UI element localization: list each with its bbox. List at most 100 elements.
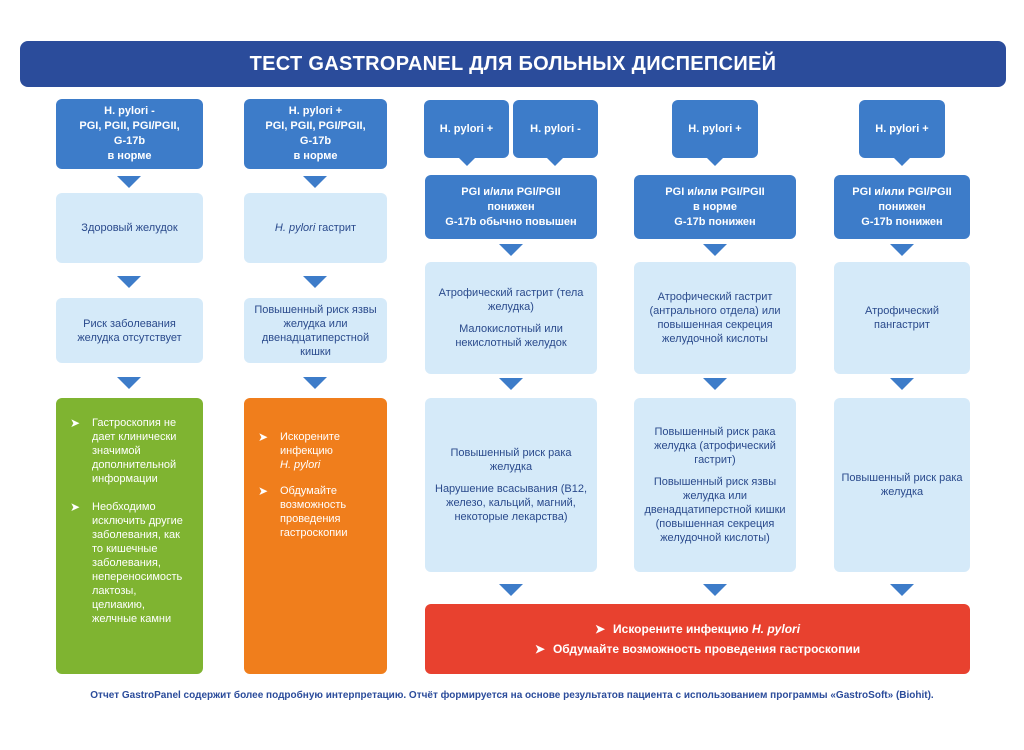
col1-box-risk: Риск заболевания желудка отсутствует [56,298,203,363]
arrow-down-icon [303,276,327,288]
arrow-down-icon [703,584,727,596]
bullet-item: ➤ Искорените инфекцию H. pylori [258,430,375,472]
arrow-down-icon [703,244,727,256]
arrow-down-icon [303,176,327,188]
col4-tab-hpylori-pos: H. pylori + [672,100,758,158]
chevron-right-icon: ➤ [258,484,269,498]
col1-recommendation-box: ➤ Гастроскопия не дает клинически значим… [56,398,203,674]
col3-tab-hpylori-pos: H. pylori + [424,100,509,158]
col1-box1-text: Здоровый желудок [81,222,178,234]
col4-header: PGI и/или PGI/PGII в норме G-17b понижен [634,175,796,239]
col4-header-line2: в норме [692,200,737,213]
col2-recommendation-box: ➤ Искорените инфекцию H. pylori ➤ Обдумай… [244,398,387,674]
bullet-text: Гастроскопия не дает клинически значимой… [92,417,177,485]
callout-tail-icon [546,157,564,166]
bullet-item: ➤ Необходимо исключить другие заболевани… [70,500,189,626]
col1-box2-text: Риск заболевания желудка отсутствует [77,317,182,344]
bullet-text: Обдумайте возможность проведения гастрос… [280,485,348,539]
col2-bullet1-italic: H. pylori [280,459,321,471]
combined-recommendation-box: ➤ Искорените инфекцию H. pylori ➤ Обдума… [425,604,970,674]
col5-box-risk: Повышенный риск рака желудка [834,398,970,572]
col5-box2-text: Повышенный риск рака желудка [841,472,963,498]
col3-header: PGI и/или PGI/PGII понижен G-17b обычно … [425,175,597,239]
col5-header-line3: G-17b понижен [861,215,943,228]
arrow-down-icon [499,584,523,596]
col3-box-risk: Повышенный риск рака желудка Нарушение в… [425,398,597,572]
col3-box2b-text: Нарушение всасывания (B12, железо, кальц… [435,483,587,523]
col3-box2a-text: Повышенный риск рака желудка [450,447,572,473]
col2-header-line3: G-17b [299,135,332,147]
red-line1-text: Искорените инфекцию [613,622,749,636]
col5-box1-text: Атрофический пангастрит [864,305,939,331]
arrow-down-icon [703,378,727,390]
col2-header-line4: в норме [293,150,338,162]
col3-tab-hpylori-neg: H. pylori - [513,100,598,158]
col4-box-atrophic: Атрофический гастрит (антрального отдела… [634,262,796,374]
col3-box1b-text: Малокислотный или некислотный желудок [455,323,567,349]
callout-tail-icon [458,157,476,166]
arrow-down-icon [117,377,141,389]
col4-box1-text: Атрофический гастрит (антрального отдела… [649,291,781,345]
col4-tab-text: H. pylori + [688,122,742,135]
col3-box1a-text: Атрофический гастрит (тела желудка) [438,287,584,313]
arrow-down-icon [499,378,523,390]
bullet-item: ➤ Гастроскопия не дает клинически значим… [70,416,189,486]
col5-header-line2: понижен [878,200,926,213]
bullet-text: Необходимо исключить другие заболевания,… [92,501,183,625]
bullet-item: ➤ Обдумайте возможность проведения гастр… [258,484,375,540]
col5-tab-hpylori-pos: H. pylori + [859,100,945,158]
callout-tail-icon [893,157,911,166]
col1-header: H. pylori - PGI, PGII, PGI/PGII, G-17b в… [56,99,203,169]
col2-box1-rest: гастрит [315,222,357,234]
col4-header-line1: PGI и/или PGI/PGII [665,185,765,198]
chevron-right-icon: ➤ [258,430,269,444]
chevron-right-icon: ➤ [534,642,545,656]
col3-header-line3: G-17b обычно повышен [445,215,577,228]
col2-header-line2: PGI, PGII, PGI/PGII, [265,120,366,132]
col1-header-line2: PGI, PGII, PGI/PGII, [79,120,180,132]
callout-tail-icon [706,157,724,166]
page-title: ТЕСТ GASTROPANEL ДЛЯ БОЛЬНЫХ ДИСПЕПСИЕЙ [20,41,1006,87]
arrow-down-icon [117,176,141,188]
col2-box1-italic: H. pylori [274,222,316,234]
col2-box-gastritis: H. pylori гастрит [244,193,387,263]
col1-header-line1: H. pylori - [104,105,155,117]
arrow-down-icon [890,584,914,596]
arrow-down-icon [303,377,327,389]
col3-header-line1: PGI и/или PGI/PGII [461,185,561,198]
col3-box-atrophic: Атрофический гастрит (тела желудка) Мало… [425,262,597,374]
col5-tab-text: H. pylori + [875,122,929,135]
footer-note: Отчет GastroPanel содержит более подробн… [90,690,934,701]
col4-box2b-text: Повышенный риск язвы желудка или двенадц… [644,476,786,544]
col4-box-risk: Повышенный риск рака желудка (атрофическ… [634,398,796,572]
red-line2-text: Обдумайте возможность проведения гастрос… [552,642,861,656]
col1-box-healthy: Здоровый желудок [56,193,203,263]
col1-header-line4: в норме [107,150,152,162]
recommendation-line: ➤ Обдумайте возможность проведения гастр… [535,639,860,659]
col4-box2a-text: Повышенный риск рака желудка (атрофическ… [654,426,776,466]
col3-tab1-text: H. pylori + [439,122,494,135]
col5-header-line1: PGI и/или PGI/PGII [852,185,952,198]
col2-header: H. pylori + PGI, PGII, PGI/PGII, G-17b в… [244,99,387,169]
bullet-text: Искорените инфекцию H. pylori [280,430,375,472]
chevron-right-icon: ➤ [594,622,606,636]
arrow-down-icon [890,244,914,256]
arrow-down-icon [499,244,523,256]
red-line1-italic: H. pylori [752,622,801,636]
arrow-down-icon [890,378,914,390]
col1-header-line3: G-17b [113,135,146,147]
col4-header-line3: G-17b понижен [674,215,756,228]
chevron-right-icon: ➤ [70,416,81,430]
arrow-down-icon [117,276,141,288]
col2-box1-text: H. pylori гастрит [275,221,356,235]
col5-box-pangastritis: Атрофический пангастрит [834,262,970,374]
col2-box2-text: Повышенный риск язвы желудка или двенадц… [254,303,377,358]
col5-header: PGI и/или PGI/PGII понижен G-17b понижен [834,175,970,239]
col3-tab2-text: H. pylori - [530,122,581,135]
chevron-right-icon: ➤ [70,500,81,514]
col2-box-risk: Повышенный риск язвы желудка или двенадц… [244,298,387,363]
recommendation-line: ➤ Искорените инфекцию H. pylori [595,619,800,639]
col2-header-line1: H. pylori + [288,105,343,117]
col2-bullet1-text: Искорените инфекцию [280,431,340,457]
col3-header-line2: понижен [487,200,535,213]
